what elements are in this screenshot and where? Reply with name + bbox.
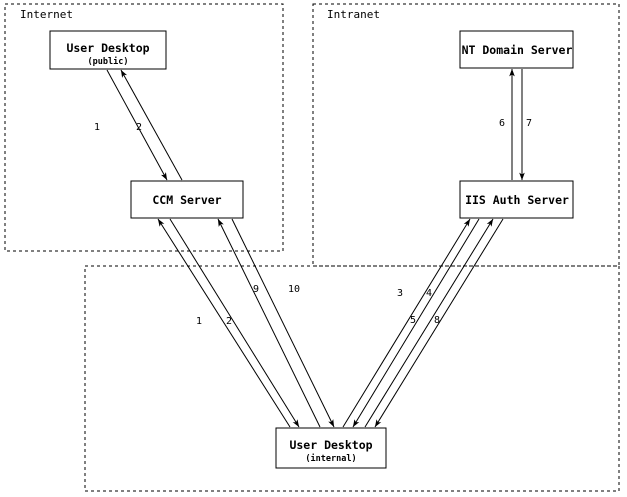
- zone-label-internet: Internet: [20, 8, 73, 21]
- node-label-user-desktop-public: User Desktop: [66, 41, 149, 55]
- flow-labels: 1 2 6 7 1 2 9 10 3 4 5 8: [94, 118, 532, 327]
- node-box-ccm-server[interactable]: [130, 180, 244, 219]
- flow-label-flow-9: 9: [253, 284, 259, 295]
- flow-arrow-flow-4: [352, 218, 480, 428]
- flow-arrow-flow-1-internal: [157, 218, 291, 428]
- node-box-nt-domain-server[interactable]: [459, 30, 574, 69]
- flow-label-flow-6-nt: 6: [499, 118, 505, 129]
- flow-arrow-flow-3: [342, 218, 471, 428]
- flow-arrow-flow-9: [217, 218, 321, 428]
- flow-arrow-flow-10: [231, 218, 335, 428]
- flow-label-flow-2-internal: 2: [226, 316, 232, 327]
- node-ccm-server[interactable]: CCM Server: [130, 180, 244, 219]
- flow-arrows: [106, 68, 525, 428]
- flow-label-flow-7-nt: 7: [526, 118, 532, 129]
- node-label-nt-domain-server: NT Domain Server: [462, 43, 573, 57]
- flow-label-flow-4: 4: [426, 288, 432, 299]
- flow-label-flow-5: 5: [410, 315, 416, 326]
- node-user-desktop-public[interactable]: User Desktop(public): [49, 30, 167, 70]
- flow-label-flow-10: 10: [288, 284, 300, 295]
- flow-label-flow-3: 3: [397, 288, 403, 299]
- flow-label-flow-1-public: 1: [94, 122, 100, 133]
- node-label-ccm-server: CCM Server: [152, 193, 221, 207]
- zone-boundaries: [4, 3, 620, 492]
- node-sublabel-user-desktop-internal: (internal): [305, 453, 356, 464]
- flow-arrow-flow-8: [374, 218, 504, 428]
- node-box-iis-auth-server[interactable]: [459, 180, 574, 219]
- node-label-iis-auth-server: IIS Auth Server: [465, 193, 569, 207]
- flow-arrow-flow-2-internal: [169, 218, 300, 428]
- flow-arrow-flow-1-public: [106, 69, 168, 181]
- zone-labels: Internet Intranet: [20, 8, 380, 21]
- node-nt-domain-server[interactable]: NT Domain Server: [459, 30, 574, 69]
- flow-label-flow-8: 8: [434, 315, 440, 326]
- flow-label-flow-1-internal: 1: [196, 316, 202, 327]
- flow-arrow-flow-2-public: [120, 69, 183, 181]
- flow-label-flow-2-public: 2: [136, 122, 142, 133]
- node-box-user-desktop-internal[interactable]: [275, 427, 387, 469]
- flow-arrow-flow-5: [364, 218, 494, 428]
- zone-boundary-internal-lan: [84, 265, 620, 492]
- node-iis-auth-server[interactable]: IIS Auth Server: [459, 180, 574, 219]
- node-sublabel-user-desktop-public: (public): [88, 56, 129, 67]
- node-user-desktop-internal[interactable]: User Desktop(internal): [275, 427, 387, 469]
- zone-boundary-internet: [4, 3, 284, 252]
- zone-label-intranet: Intranet: [327, 8, 380, 21]
- node-label-user-desktop-internal: User Desktop: [289, 438, 372, 452]
- node-box-user-desktop-public[interactable]: [49, 30, 167, 70]
